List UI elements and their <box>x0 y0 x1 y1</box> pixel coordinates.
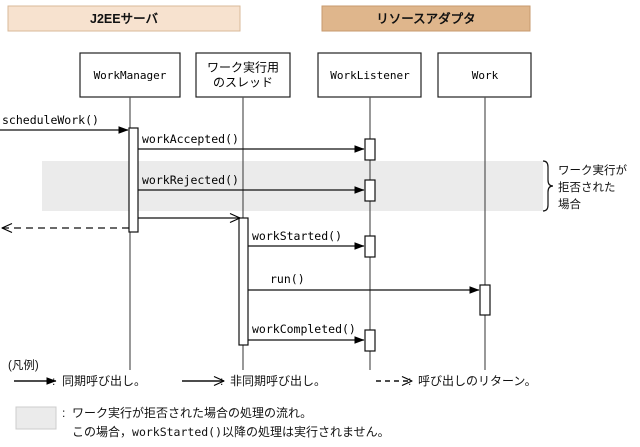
lifeline-name: ワーク実行用 <box>207 60 279 75</box>
legend-note-separator: : <box>62 406 65 420</box>
message-7: run() <box>248 272 480 294</box>
rejected-case-highlight-band <box>42 161 543 211</box>
group-band-label: J2EEサーバ <box>90 12 158 26</box>
message-2: workAccepted() <box>138 132 365 153</box>
brace-note-line: 場合 <box>558 197 581 211</box>
activation-bar <box>364 235 376 258</box>
group-band-label: リソースアダプタ <box>376 11 475 26</box>
group-band-layer: J2EEサーバ リソースアダプタ <box>7 5 531 32</box>
legend-separator: : <box>408 374 411 388</box>
message-label: workAccepted() <box>142 132 239 146</box>
lifeline-box <box>79 52 181 98</box>
lifeline-name: WorkManager <box>94 69 167 82</box>
brace-annotation-layer: ワーク実行が拒否された場合 <box>542 160 627 212</box>
legend-item-2: : 非同期呼び出し。 <box>182 374 326 388</box>
message-label: workStarted() <box>252 229 342 243</box>
legend-note-line-2: この場合，workStarted()以降の処理は実行されません。 <box>72 424 390 439</box>
legend-heading: (凡例) <box>8 358 39 372</box>
message-6: workStarted() <box>248 229 365 250</box>
message-3: workRejected() <box>138 173 365 194</box>
activation-bar <box>364 138 376 161</box>
message-8: workCompleted() <box>248 322 365 344</box>
lifeline-1: WorkManager <box>79 52 181 370</box>
lifeline-name: Work <box>472 69 499 82</box>
brace-annotation: ワーク実行が拒否された場合 <box>542 160 627 212</box>
legend-item-1: : 同期呼び出し。 <box>14 374 146 388</box>
legend-item-label: 呼び出しのリターン。 <box>418 374 537 388</box>
legend-layer: (凡例): 同期呼び出し。: 非同期呼び出し。: 呼び出しのリターン。: ワーク実行が拒… <box>8 358 537 439</box>
message-1: scheduleWork() <box>0 113 129 134</box>
activation-bar <box>238 217 249 346</box>
lifeline-box <box>317 52 422 98</box>
brace-note-line: ワーク実行が <box>558 163 627 177</box>
group-band-1: J2EEサーバ <box>7 5 241 32</box>
highlight-band-layer <box>42 161 543 211</box>
brace-note-line: 拒否された <box>558 181 616 194</box>
legend-highlight-swatch <box>15 406 57 430</box>
message-label: scheduleWork() <box>2 113 99 127</box>
brace-icon <box>542 160 554 212</box>
activation-bar <box>364 179 376 202</box>
group-band-2: リソースアダプタ <box>321 5 531 32</box>
lifeline-box <box>437 52 532 98</box>
legend-separator: : <box>52 374 55 388</box>
legend-note: : ワーク実行が拒否された場合の処理の流れ。この場合，workStarted()以… <box>15 405 390 439</box>
activation-bars-layer <box>128 127 491 352</box>
activation-bar <box>479 284 491 316</box>
legend-separator: : <box>220 374 223 388</box>
legend-note-line-1: ワーク実行が拒否された場合の処理の流れ。 <box>72 405 312 420</box>
messages-layer: scheduleWork() workAccepted() workRejected… <box>0 113 480 344</box>
lifeline-box <box>195 52 291 98</box>
message-label: run() <box>270 272 305 286</box>
activation-bar <box>364 329 376 352</box>
lifeline-4: Work <box>437 52 532 370</box>
legend-item-label: 同期呼び出し。 <box>62 374 146 388</box>
message-label: workCompleted() <box>252 322 356 336</box>
lifeline-name: のスレッド <box>213 76 273 90</box>
lifeline-name: WorkListener <box>330 69 410 82</box>
legend-item-label: 非同期呼び出し。 <box>230 374 326 388</box>
message-label: workRejected() <box>142 173 239 187</box>
legend-item-3: : 呼び出しのリターン。 <box>376 374 537 388</box>
activation-bar <box>128 127 139 233</box>
